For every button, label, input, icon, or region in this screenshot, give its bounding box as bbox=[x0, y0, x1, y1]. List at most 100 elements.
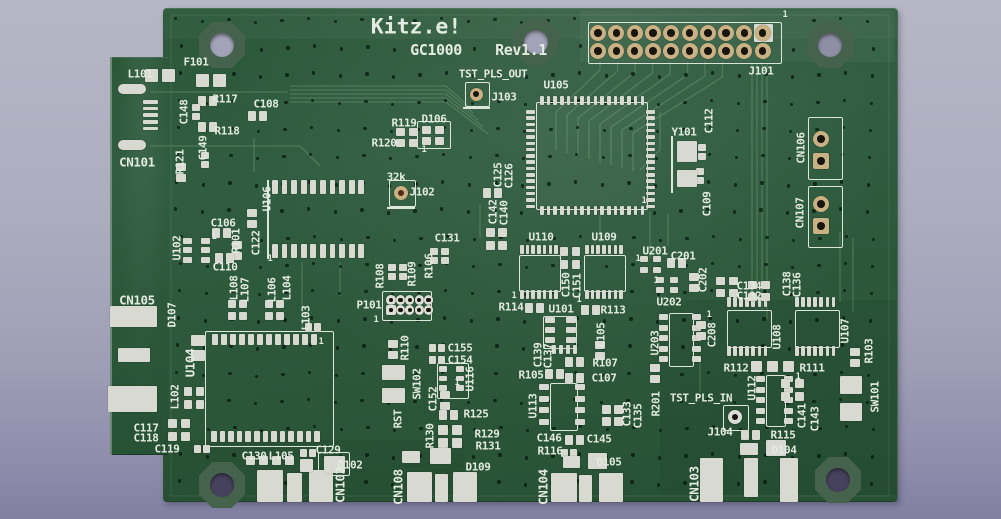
passive-pad bbox=[181, 432, 190, 441]
passive-pad bbox=[201, 152, 209, 159]
silkscreen-label-u109: U109 bbox=[591, 230, 617, 244]
ic-pad bbox=[314, 431, 320, 442]
via-dot bbox=[256, 129, 261, 134]
silkscreen-label-c132: C132 bbox=[736, 289, 762, 303]
passive-pad bbox=[399, 264, 407, 271]
passive-pad bbox=[486, 241, 495, 250]
connector-pad bbox=[766, 440, 786, 456]
via-dot bbox=[337, 482, 341, 486]
via-dot bbox=[200, 210, 204, 214]
via-dot bbox=[790, 456, 795, 460]
passive-pad bbox=[493, 188, 502, 198]
passive-pad bbox=[197, 122, 206, 132]
ic-pad bbox=[542, 290, 547, 299]
ic-pad bbox=[756, 397, 765, 403]
silkscreen-label-1: 1 bbox=[576, 295, 582, 305]
ic-pad bbox=[573, 345, 577, 354]
via-dot bbox=[628, 154, 632, 158]
ic-pad bbox=[573, 206, 578, 215]
ic-pad bbox=[293, 334, 299, 345]
via-dot bbox=[604, 264, 608, 269]
drill-hole bbox=[612, 29, 621, 37]
silkscreen-label-tst-pls-in: TST_PLS_IN bbox=[669, 391, 733, 405]
passive-pad bbox=[535, 303, 544, 313]
ic-pad bbox=[801, 297, 805, 307]
passive-pad bbox=[196, 400, 204, 409]
connector-pad bbox=[407, 472, 432, 502]
passive-pad bbox=[751, 430, 760, 440]
via-dot bbox=[520, 374, 525, 378]
via-dot bbox=[683, 291, 687, 295]
via-dot bbox=[579, 44, 583, 48]
via-dot bbox=[255, 157, 260, 161]
via-dot bbox=[709, 125, 713, 130]
via-dot bbox=[628, 344, 632, 348]
via-dot bbox=[337, 101, 341, 105]
via-dot bbox=[282, 155, 286, 159]
via-dot bbox=[468, 156, 472, 160]
silkscreen-label-c149: C149 bbox=[196, 135, 210, 161]
ic-pad bbox=[646, 116, 655, 120]
silkscreen-line bbox=[387, 207, 415, 209]
ic-pad bbox=[692, 314, 701, 320]
via-dot bbox=[334, 373, 338, 377]
passive-pad bbox=[482, 188, 491, 198]
passive-pad bbox=[795, 379, 804, 388]
ic-pad bbox=[525, 245, 530, 254]
ic-pad bbox=[756, 418, 765, 424]
ic-pad bbox=[539, 407, 549, 413]
via-dot bbox=[468, 346, 472, 350]
via-dot bbox=[550, 291, 554, 295]
silkscreen-label-c129: C129 bbox=[315, 443, 341, 457]
ic-pad bbox=[656, 277, 664, 283]
via-dot bbox=[761, 344, 765, 348]
via-dot bbox=[333, 400, 337, 405]
drill-hole bbox=[398, 307, 403, 313]
via-dot bbox=[839, 17, 843, 21]
ic-pad bbox=[279, 431, 286, 442]
via-dot bbox=[790, 265, 795, 270]
passive-pad bbox=[388, 264, 396, 271]
ic-pad bbox=[784, 407, 793, 414]
silkscreen-label-r101: R101 bbox=[229, 228, 243, 254]
via-dot bbox=[816, 291, 820, 295]
silkscreen-label-d104: D104 bbox=[771, 443, 797, 457]
via-dot bbox=[579, 234, 583, 238]
silkscreen-label-u201: U201 bbox=[642, 244, 668, 258]
ic-pad bbox=[756, 386, 765, 393]
via-dot bbox=[706, 397, 710, 402]
via-dot bbox=[870, 455, 874, 459]
via-dot bbox=[576, 125, 580, 130]
via-dot bbox=[842, 125, 846, 130]
via-dot bbox=[178, 98, 182, 102]
silkscreen-label-d107: D107 bbox=[165, 302, 179, 328]
silkscreen-label-cn108: CN108 bbox=[390, 469, 406, 505]
ic-pad bbox=[640, 206, 645, 215]
via-dot bbox=[391, 75, 396, 79]
drill-hole bbox=[740, 47, 749, 55]
passive-pad bbox=[191, 350, 205, 361]
silkscreen-outline bbox=[519, 255, 561, 292]
ic-pad bbox=[546, 96, 551, 105]
connector-pad bbox=[300, 459, 313, 472]
via-dot bbox=[765, 426, 769, 430]
silkscreen-label-u104: U104 bbox=[182, 348, 198, 378]
passive-pad bbox=[435, 126, 444, 134]
silkscreen-label-r110: R110 bbox=[398, 335, 412, 361]
via-dot bbox=[839, 397, 843, 402]
passive-pad bbox=[575, 435, 584, 445]
connector-pad bbox=[110, 306, 157, 327]
silkscreen-label-c106: C106 bbox=[210, 216, 236, 230]
ic-pad bbox=[633, 96, 638, 105]
passive-pad bbox=[430, 257, 438, 264]
ic-pad bbox=[526, 179, 535, 183]
via-dot bbox=[232, 453, 236, 457]
via-dot bbox=[258, 265, 263, 270]
via-dot bbox=[417, 100, 421, 104]
silkscreen-label-c155: C155 bbox=[447, 341, 473, 355]
connector-pad bbox=[551, 473, 577, 502]
mounting-drill bbox=[826, 468, 850, 492]
ic-pad bbox=[262, 431, 269, 442]
passive-pad bbox=[388, 350, 398, 359]
